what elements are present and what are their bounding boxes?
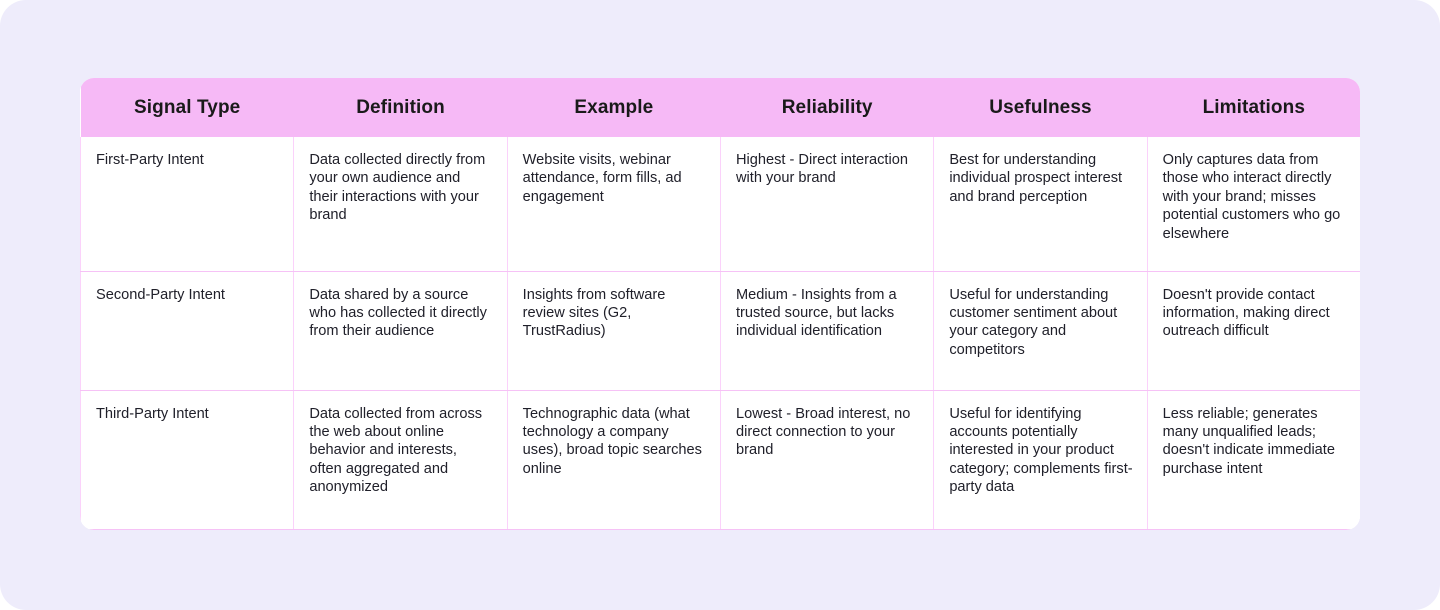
- cell-limitations: Only captures data from those who intera…: [1147, 137, 1360, 272]
- table-row: Third-Party Intent Data collected from a…: [80, 390, 1360, 530]
- table-row: Second-Party Intent Data shared by a sou…: [80, 271, 1360, 391]
- intent-signal-comparison-table: Signal Type Definition Example Reliabili…: [80, 78, 1360, 530]
- cell-usefulness: Useful for understanding customer sentim…: [933, 271, 1148, 391]
- column-header-usefulness: Usefulness: [989, 96, 1092, 118]
- column-header-definition: Definition: [356, 96, 445, 118]
- cell-text: Highest - Direct interaction with your b…: [735, 152, 908, 187]
- table-header-row: Signal Type Definition Example Reliabili…: [80, 78, 1360, 137]
- cell-text: Less reliable; generates many unqualifie…: [1162, 405, 1335, 477]
- cell-text: Website visits, webinar attendance, form…: [522, 152, 682, 205]
- column-header-reliability: Reliability: [781, 96, 873, 118]
- cell-text: Best for understanding individual prospe…: [949, 152, 1123, 205]
- cell-definition: Data collected directly from your own au…: [293, 137, 508, 272]
- cell-reliability: Medium - Insights from a trusted source,…: [720, 271, 935, 391]
- cell-text: Technographic data (what technology a co…: [522, 405, 702, 477]
- cell-example: Technographic data (what technology a co…: [507, 390, 721, 530]
- cell-reliability: Lowest - Broad interest, no direct conne…: [720, 390, 935, 530]
- table-header: Signal Type Definition Example Reliabili…: [80, 78, 1360, 137]
- cell-signal-type: First-Party Intent: [80, 137, 295, 272]
- column-header-signal-type: Signal Type: [134, 96, 241, 118]
- intent-signal-table-container: Signal Type Definition Example Reliabili…: [80, 78, 1360, 530]
- cell-text: Useful for understanding customer sentim…: [949, 286, 1118, 358]
- cell-definition: Data shared by a source who has collecte…: [293, 271, 508, 391]
- cell-limitations: Doesn't provide contact information, mak…: [1147, 271, 1360, 391]
- cell-text: Lowest - Broad interest, no direct conne…: [735, 405, 911, 459]
- cell-text: First-Party Intent: [96, 152, 204, 168]
- cell-definition: Data collected from across the web about…: [293, 390, 508, 530]
- cell-reliability: Highest - Direct interaction with your b…: [720, 137, 935, 272]
- cell-text: Insights from software review sites (G2,…: [522, 286, 666, 340]
- cell-signal-type: Third-Party Intent: [80, 390, 295, 530]
- cell-text: Useful for identifying accounts potentia…: [949, 405, 1133, 496]
- cell-text: Data shared by a source who has collecte…: [309, 286, 487, 340]
- cell-text: Only captures data from those who intera…: [1162, 152, 1341, 242]
- cell-example: Website visits, webinar attendance, form…: [507, 137, 721, 272]
- cell-text: Data collected directly from your own au…: [309, 152, 486, 224]
- cell-signal-type: Second-Party Intent: [80, 271, 295, 391]
- cell-limitations: Less reliable; generates many unqualifie…: [1147, 390, 1360, 530]
- cell-text: Third-Party Intent: [96, 405, 209, 422]
- cell-text: Second-Party Intent: [96, 286, 225, 303]
- cell-text: Doesn't provide contact information, mak…: [1162, 286, 1330, 340]
- cell-text: Medium - Insights from a trusted source,…: [735, 286, 897, 340]
- cell-example: Insights from software review sites (G2,…: [507, 271, 721, 391]
- table-row: First-Party Intent Data collected direct…: [80, 137, 1360, 272]
- cell-usefulness: Useful for identifying accounts potentia…: [933, 390, 1148, 530]
- column-header-example: Example: [574, 96, 654, 118]
- cell-usefulness: Best for understanding individual prospe…: [933, 137, 1148, 272]
- column-header-limitations: Limitations: [1202, 96, 1306, 118]
- table-body: First-Party Intent Data collected direct…: [80, 137, 1360, 530]
- cell-text: Data collected from across the web about…: [309, 405, 483, 496]
